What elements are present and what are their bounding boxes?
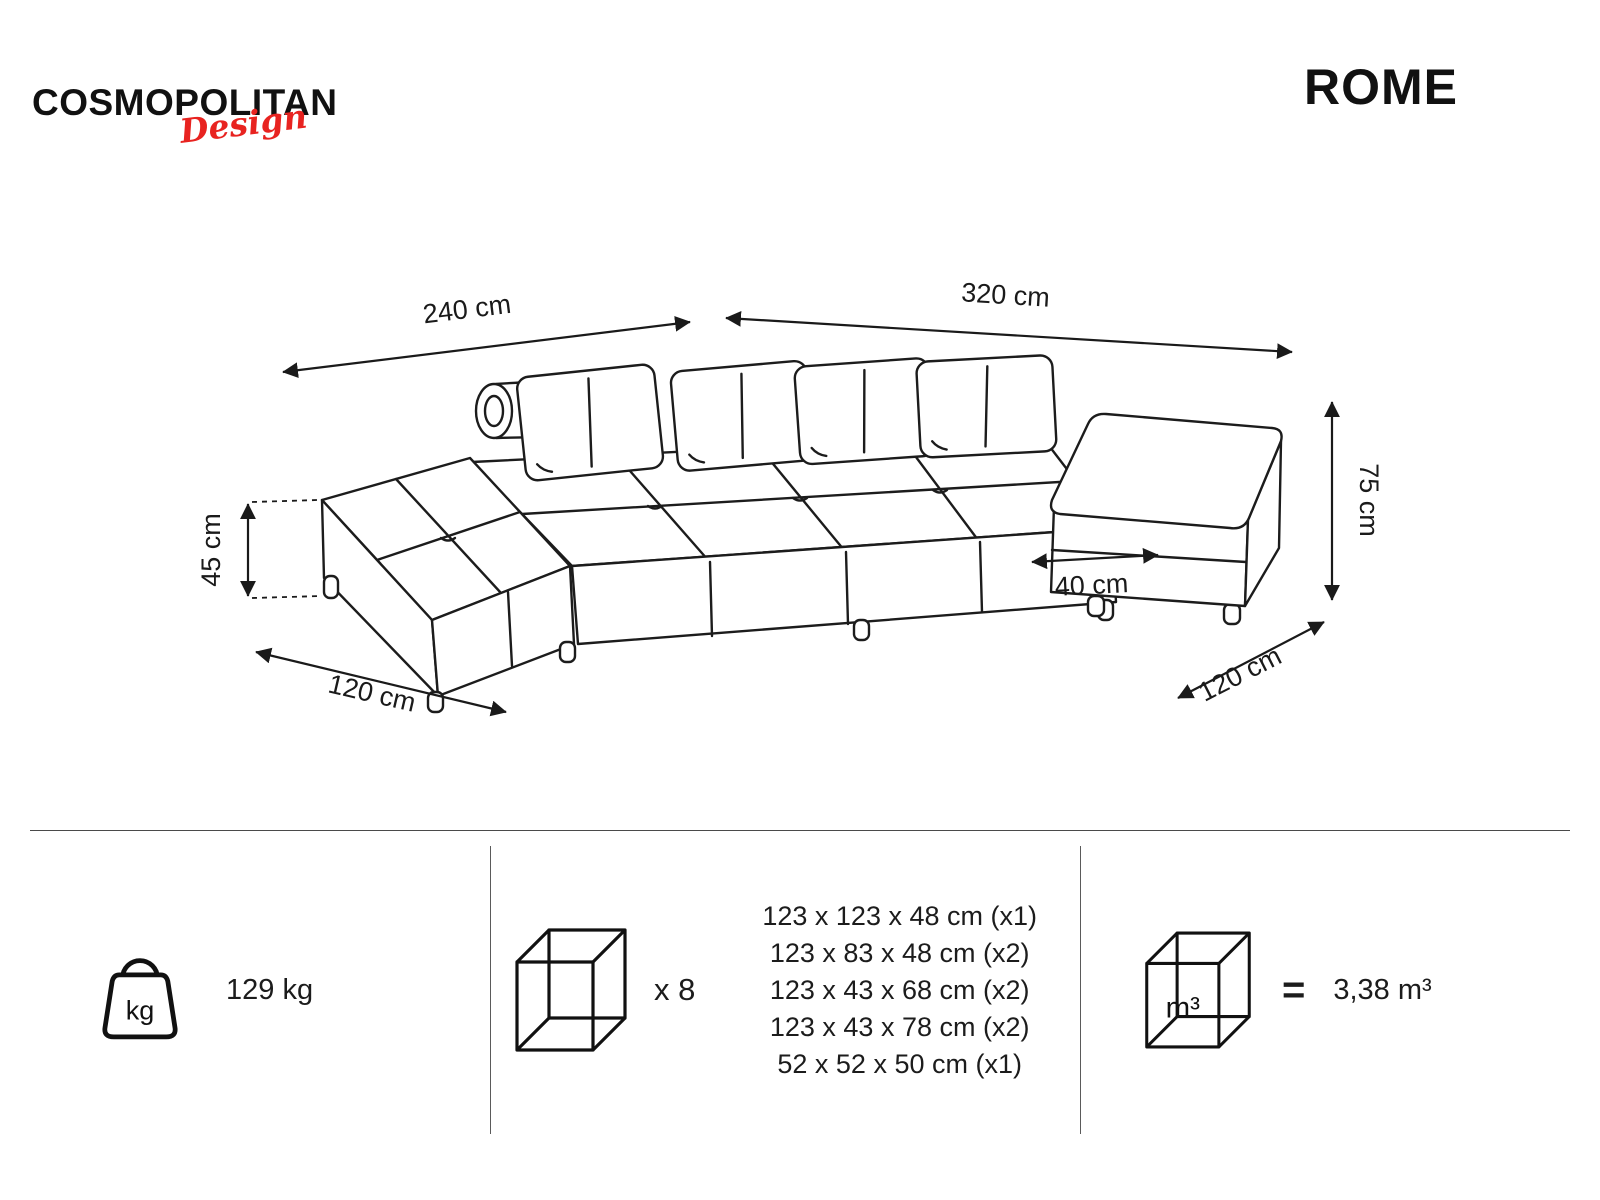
horizontal-divider bbox=[30, 830, 1570, 831]
dim-width-right-label: 320 cm bbox=[960, 277, 1050, 312]
weight-icon: kg bbox=[102, 958, 178, 1040]
seat-tuft-seams bbox=[520, 439, 1078, 562]
dim-arm-width-arrow bbox=[1031, 547, 1159, 570]
product-name: ROME bbox=[1304, 59, 1458, 115]
package-size-list: 123 x 123 x 48 cm (x1) 123 x 83 x 48 cm … bbox=[719, 898, 1080, 1083]
dimension-arrows bbox=[240, 310, 1340, 717]
package-count: x 8 bbox=[654, 972, 696, 1007]
dim-depth-left-arrow bbox=[255, 647, 507, 717]
dim-depth-left-label: 120 cm bbox=[326, 669, 419, 718]
dim-depth-right-label: 120 cm bbox=[1194, 641, 1287, 708]
weight-value: 129 kg bbox=[226, 973, 314, 1006]
package-size-row: 123 x 43 x 78 cm (x2) bbox=[769, 1011, 1030, 1042]
volume-box-icon: m³ bbox=[1145, 931, 1251, 1049]
dim-seat-height-label: 45 cm bbox=[196, 513, 226, 587]
package-size-row: 123 x 43 x 68 cm (x2) bbox=[769, 974, 1030, 1005]
equals-sign: = bbox=[1282, 967, 1306, 1012]
seat-front-seams bbox=[708, 540, 984, 638]
seat-height-guides bbox=[251, 499, 323, 599]
brand-logo: COSMOPOLITAN Design bbox=[32, 82, 337, 151]
dim-depth-right-arrow bbox=[1177, 621, 1325, 699]
vertical-divider-2 bbox=[1080, 846, 1081, 1134]
volume-icon-label: m³ bbox=[1166, 992, 1200, 1025]
package-box-icon bbox=[515, 928, 627, 1052]
dim-width-left-arrow bbox=[282, 315, 691, 379]
packages-section: x 8 123 x 123 x 48 cm (x1) 123 x 83 x 48… bbox=[490, 845, 1080, 1135]
dim-back-height-label: 75 cm bbox=[1354, 463, 1384, 537]
package-size-row: 52 x 52 x 50 cm (x1) bbox=[777, 1048, 1022, 1079]
dim-width-left-label: 240 cm bbox=[421, 289, 513, 330]
back-cushion-2 bbox=[669, 359, 815, 472]
volume-section: m³ = 3,38 m³ bbox=[1080, 845, 1600, 1135]
package-size-row: 123 x 83 x 48 cm (x2) bbox=[769, 937, 1030, 968]
vertical-divider-1 bbox=[490, 846, 491, 1134]
weight-section: kg 129 kg bbox=[0, 845, 490, 1135]
chaise-front-seam bbox=[506, 590, 514, 668]
weight-icon-label: kg bbox=[126, 995, 155, 1025]
chaise-tuft-seams bbox=[375, 477, 522, 595]
back-cushion-4 bbox=[915, 354, 1058, 459]
dim-width-right-arrow bbox=[725, 310, 1293, 360]
back-cushion-1 bbox=[515, 363, 665, 482]
volume-value: 3,38 m³ bbox=[1333, 973, 1432, 1006]
package-size-row: 123 x 123 x 48 cm (x1) bbox=[762, 900, 1037, 931]
sofa-illustration bbox=[320, 354, 1283, 714]
dim-arm-width-label: 40 cm bbox=[1054, 568, 1129, 602]
back-cushion-3 bbox=[793, 357, 935, 466]
brand-name: COSMOPOLITAN bbox=[32, 82, 338, 123]
